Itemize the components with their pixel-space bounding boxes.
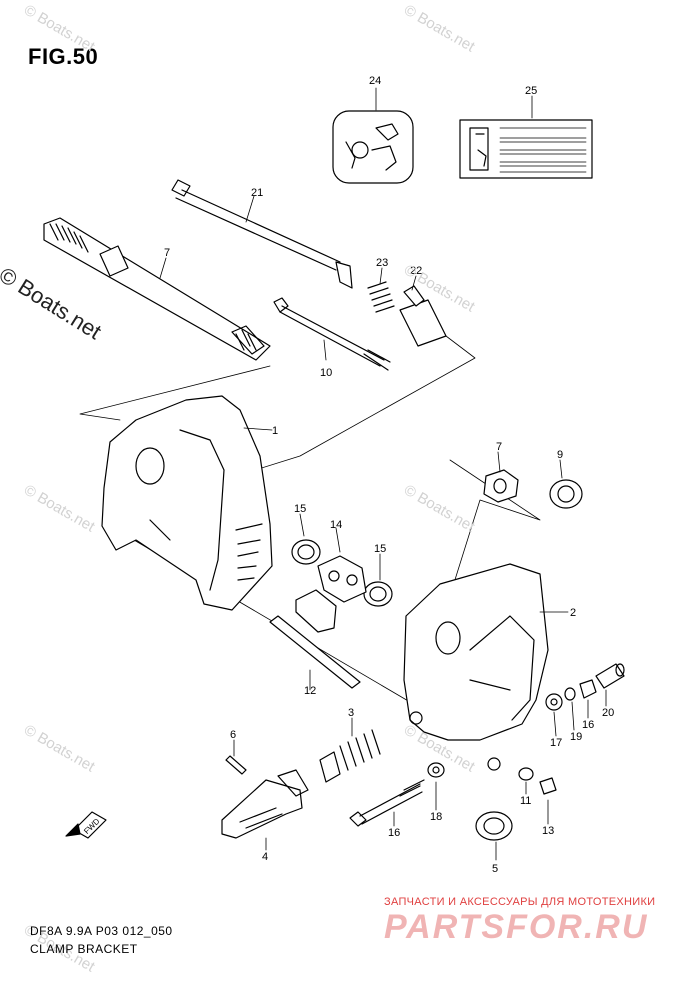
part-num: 1 [272, 425, 278, 437]
bracket-2 [403, 563, 549, 771]
part-num: 21 [251, 187, 263, 199]
part-num: 23 [376, 257, 388, 269]
shop-logo: PARTSFOR.RU [384, 908, 649, 946]
part-num: 14 [330, 519, 342, 531]
bushing-15a [291, 539, 321, 565]
fwd-arrow-icon [65, 811, 107, 839]
part-num: 6 [230, 729, 236, 741]
lever-4 [221, 769, 309, 839]
part-num: 10 [320, 367, 332, 379]
rod-21 [171, 179, 353, 289]
part-num: 18 [430, 811, 442, 823]
part-num: 25 [525, 85, 537, 97]
label-25 [459, 119, 593, 179]
sleeve-20 [595, 663, 625, 689]
part-num: 19 [570, 731, 582, 743]
bushing-9 [549, 479, 583, 509]
spring-3 [319, 729, 381, 783]
part-num: 3 [348, 707, 354, 719]
part-num: 16 [388, 827, 400, 839]
part-num: 7 [164, 247, 170, 259]
part-num: 15 [374, 543, 386, 555]
spring-23 [367, 281, 395, 313]
sticker-24 [332, 110, 414, 184]
part-num: 2 [570, 607, 576, 619]
cap-5 [475, 811, 513, 841]
part-num: 20 [602, 707, 614, 719]
nut-13 [539, 777, 557, 795]
part-num: 5 [492, 863, 498, 875]
bolt-16 [349, 779, 425, 827]
part-num: 4 [262, 851, 268, 863]
knob-22 [399, 285, 447, 347]
part-num: 17 [550, 737, 562, 749]
part-num: 24 [369, 75, 381, 87]
part-num: 7 [496, 441, 502, 453]
part-num: 16 [582, 719, 594, 731]
plate-14 [295, 555, 367, 633]
washer-18b [427, 762, 445, 778]
tube-7 [43, 217, 271, 361]
nut-17 [579, 679, 597, 699]
part-num: 11 [520, 795, 531, 807]
part-num: 13 [542, 825, 554, 837]
part-num: 9 [557, 449, 563, 461]
model-code: DF8A 9.9A P03 012_050 [30, 924, 173, 938]
part-num: 22 [410, 265, 422, 277]
pin-6 [225, 755, 247, 775]
bracket-1 [101, 395, 273, 611]
washer-11 [518, 767, 534, 781]
shop-tagline: ЗАПЧАСТИ И АКСЕССУАРЫ ДЛЯ МОТОТЕХНИКИ [384, 896, 656, 908]
nut-8 [483, 469, 519, 503]
bolt-10 [273, 297, 391, 371]
figure-title: FIG.50 [28, 44, 99, 69]
diagram-name: CLAMP BRACKET [30, 942, 138, 956]
washer-18a [545, 693, 563, 711]
part-num: 12 [304, 685, 316, 697]
bushing-15b [363, 581, 393, 607]
pin-12 [269, 615, 361, 689]
washer-19 [564, 687, 576, 701]
part-num: 15 [294, 503, 306, 515]
